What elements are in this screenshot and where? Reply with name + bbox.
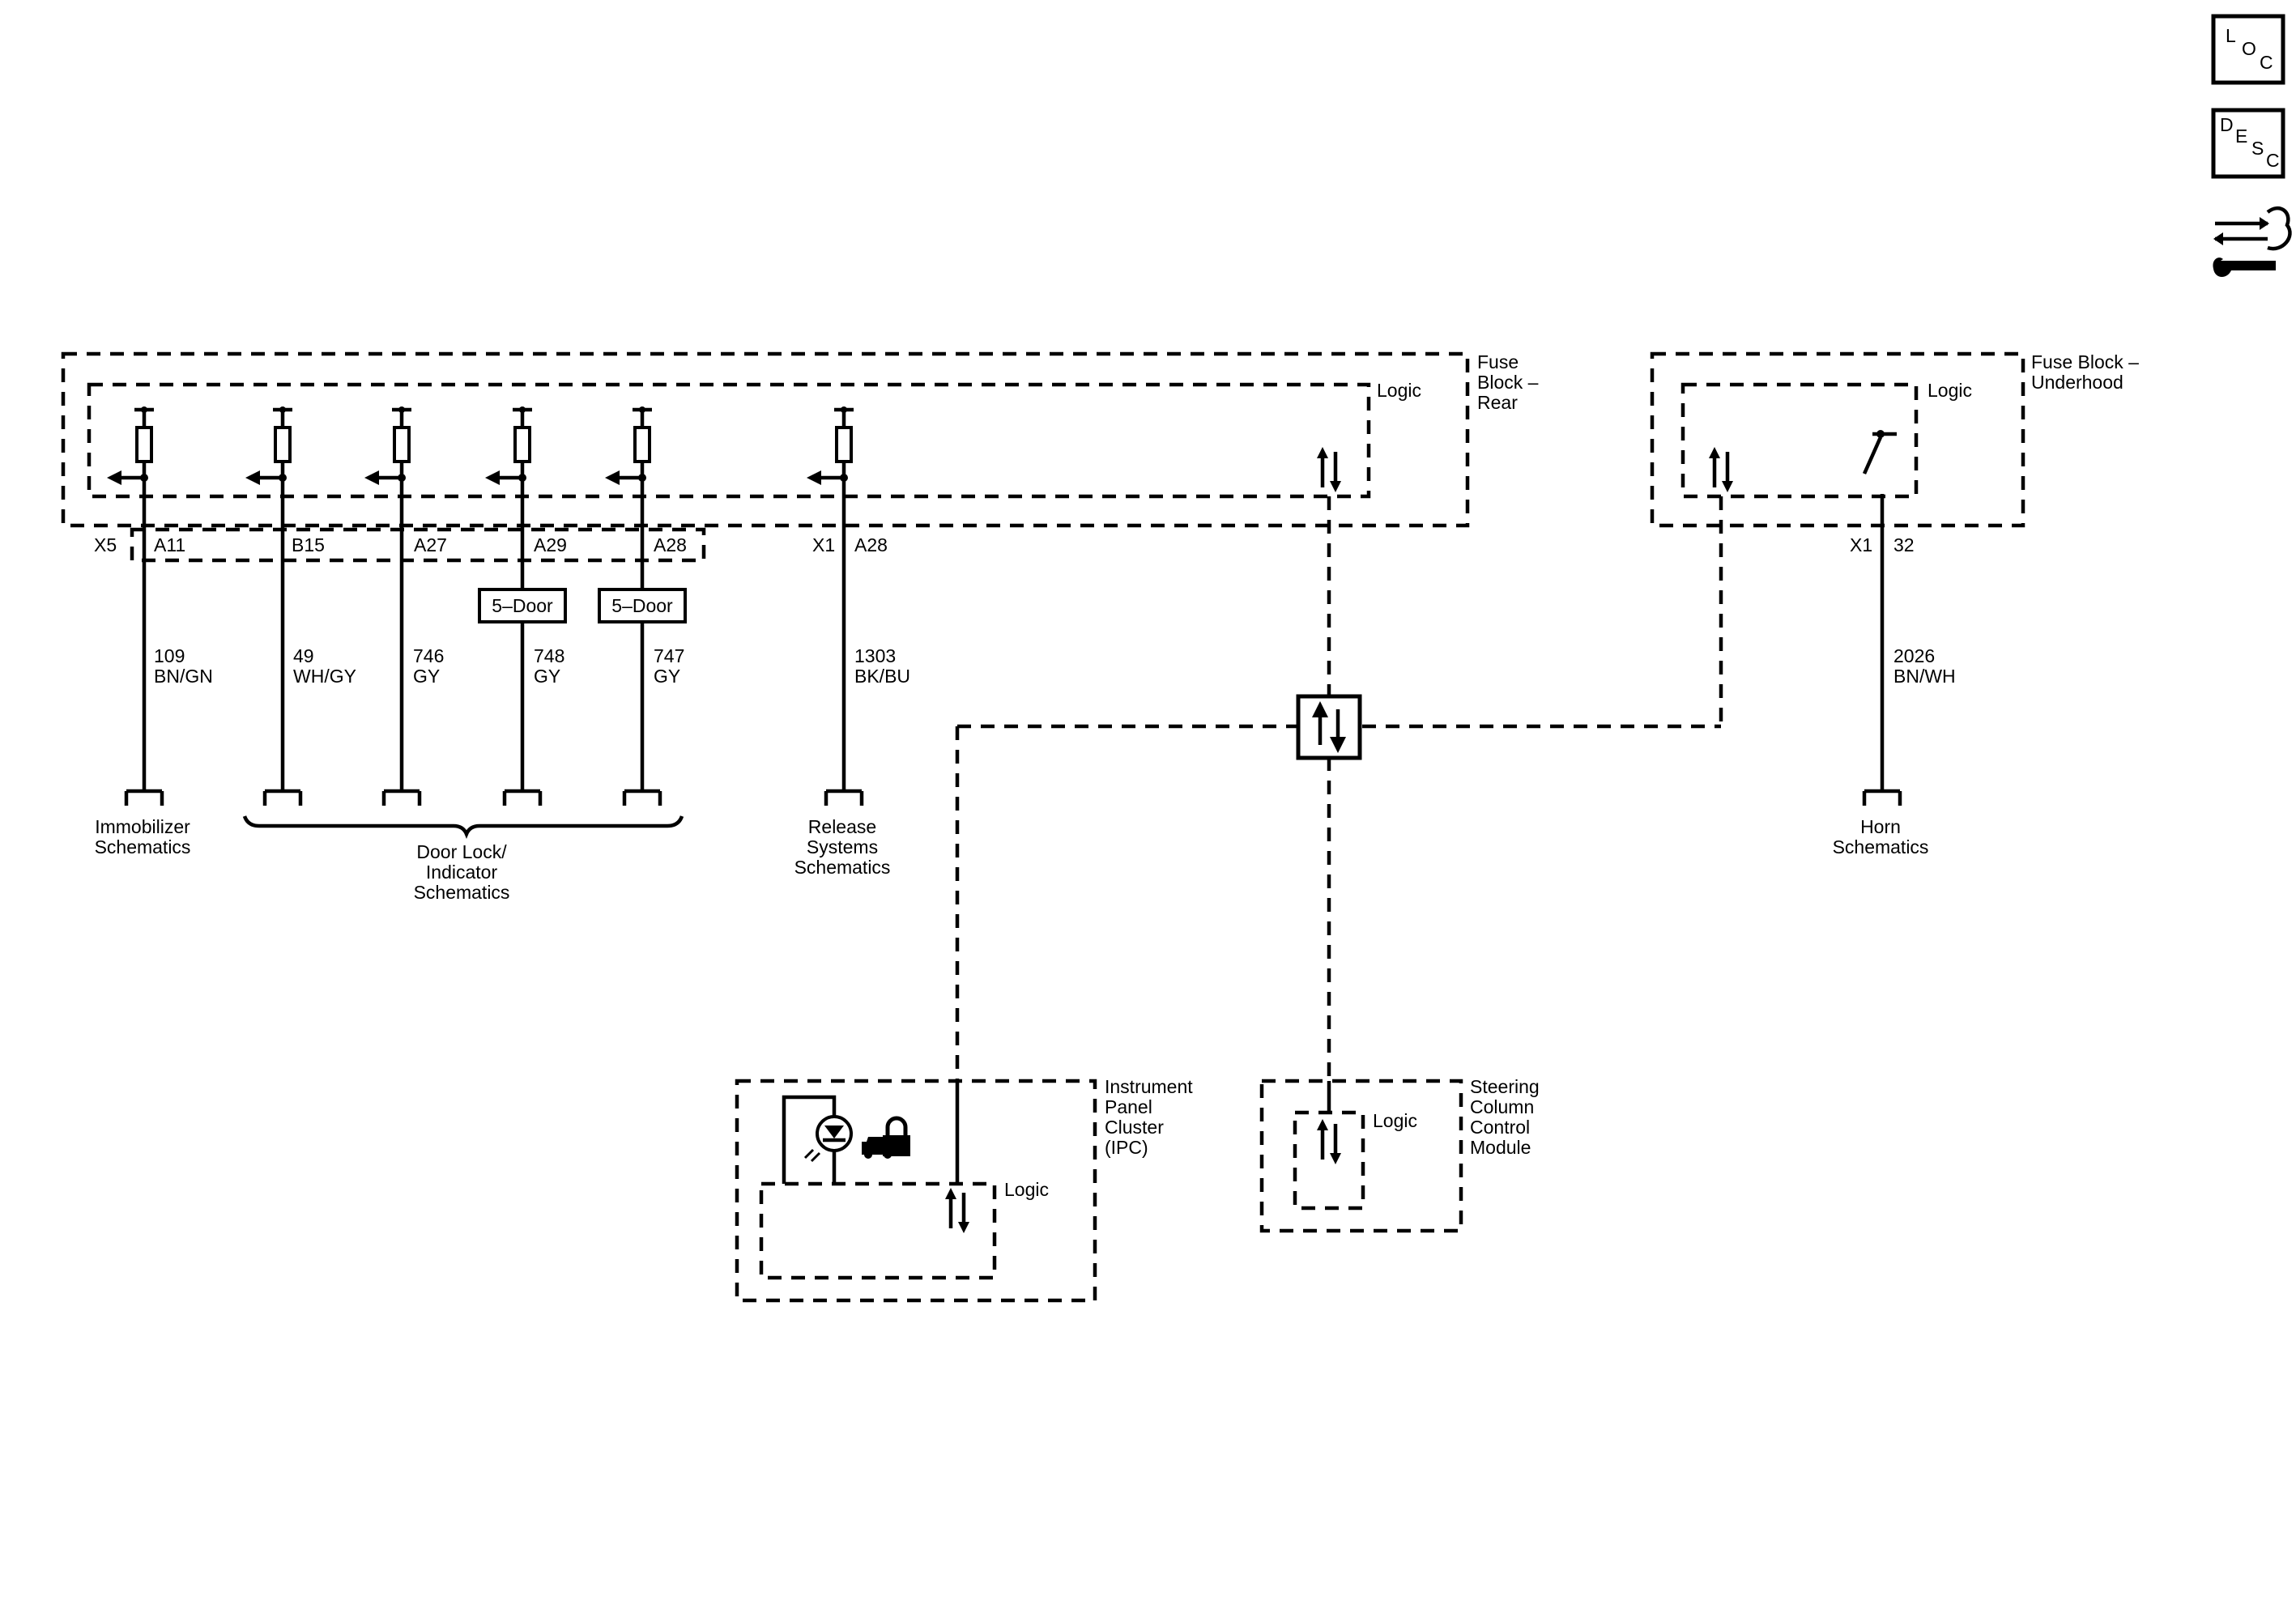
immobilizer-schematics-link[interactable]: Immobilizer Schematics: [95, 816, 191, 857]
desc-letter-d: D: [2220, 114, 2234, 135]
description-icon-button[interactable]: D E S C: [2211, 108, 2285, 179]
fuse-a11-icon: [107, 406, 154, 485]
circuit-747-number: 747: [654, 645, 684, 666]
pin-a11-label: A11: [154, 534, 185, 555]
fuse-b15-icon: [245, 406, 292, 485]
desc-letter-e: E: [2235, 126, 2247, 147]
service-hand-wrench-icon[interactable]: [2213, 206, 2292, 278]
pin-a28-label: A28: [654, 534, 687, 555]
circuit-746-color: GY: [413, 666, 440, 687]
instrument-panel-cluster: Instrument Panel Cluster (IPC) Logic: [735, 1076, 1193, 1303]
ipc-data-arrows-icon: [945, 1188, 969, 1233]
immobilizer-ref-connector-icon: [126, 791, 162, 806]
door-lock-ref-connector-2-icon: [384, 791, 420, 806]
desc-letter-c: C: [2266, 150, 2280, 171]
circuit-746-number: 746: [413, 645, 444, 666]
fuse-a29-icon: [485, 406, 532, 485]
door-lock-link-line-3: Schematics: [414, 882, 510, 903]
door-lock-brace: [242, 815, 684, 840]
release-link-line-3: Schematics: [794, 857, 891, 878]
release-link-line-1: Release: [808, 816, 876, 837]
pin-32-label: 32: [1893, 534, 1915, 555]
fuse-block-rear-logic-label: Logic: [1377, 380, 1421, 401]
horn-link-line-1: Horn: [1860, 816, 1901, 837]
pin-x1-a28-label: A28: [854, 534, 888, 555]
location-icon-button[interactable]: L O C: [2211, 14, 2285, 85]
circuit-109-color: BN/GN: [154, 666, 213, 687]
option-5-door-748-label: 5–Door: [492, 595, 553, 616]
fuse-a28-icon: [605, 406, 652, 485]
ipc-title-1: Instrument: [1105, 1076, 1193, 1097]
fuse-block-underhood: Fuse Block – Underhood Logic: [1650, 351, 2139, 528]
option-5-door-747: 5–Door: [598, 588, 687, 623]
fuse-a27-icon: [364, 406, 411, 485]
fuse-block-rear-data-arrows-icon: [1317, 447, 1341, 492]
data-link-splice: [1296, 694, 1362, 760]
fuse-x1-a28-icon: [807, 406, 854, 485]
fuse-block-underhood-logic-label: Logic: [1928, 380, 1972, 401]
door-lock-ref-connector-1-icon: [265, 791, 300, 806]
door-lock-ref-connector-3-icon: [505, 791, 540, 806]
door-lock-link-line-1: Door Lock/: [416, 841, 507, 862]
x5-connector-label: X5: [94, 534, 117, 555]
circuit-1303-number: 1303: [854, 645, 896, 666]
steering-column-control-module: Steering Column Control Module Logic: [1259, 1076, 1540, 1233]
circuit-2026-color: BN/WH: [1893, 666, 1956, 687]
fuse-block-underhood-data-arrows-icon: [1709, 447, 1733, 492]
ipc-logic-label: Logic: [1004, 1179, 1049, 1200]
ipc-title-3: Cluster: [1105, 1117, 1164, 1138]
desc-letter-s: S: [2251, 138, 2264, 159]
door-lock-schematics-link[interactable]: Door Lock/ Indicator Schematics: [414, 841, 510, 903]
immobilizer-link-line-1: Immobilizer: [95, 816, 190, 837]
release-link-line-2: Systems: [807, 836, 878, 857]
security-lock-icon: [862, 1116, 910, 1159]
pin-a29-label: A29: [534, 534, 567, 555]
serial-data-bus: [955, 496, 1723, 1081]
sccm-title-2: Column: [1470, 1096, 1534, 1117]
fuse-block-rear: Fuse Block – Rear Logic: [61, 351, 1539, 528]
loc-letter-l: L: [2226, 25, 2236, 46]
x1-connector-label: X1: [812, 534, 835, 555]
fuse-block-underhood-title-1: Fuse Block –: [2031, 351, 2139, 372]
circuit-2026-number: 2026: [1893, 645, 1935, 666]
fuse-block-rear-title-1: Fuse: [1477, 351, 1519, 372]
sccm-title-1: Steering: [1470, 1076, 1540, 1097]
pin-a27-label: A27: [414, 534, 447, 555]
pin-b15-label: B15: [292, 534, 325, 555]
horn-schematics-link[interactable]: Horn Schematics: [1833, 816, 1929, 857]
option-5-door-747-label: 5–Door: [611, 595, 673, 616]
sccm-data-arrows-icon: [1317, 1119, 1341, 1164]
immobilizer-link-line-2: Schematics: [95, 836, 191, 857]
fuse-block-rear-title-3: Rear: [1477, 392, 1518, 413]
option-5-door-748: 5–Door: [478, 588, 567, 623]
fuse-block-underhood-title-2: Underhood: [2031, 372, 2123, 393]
ipc-title-2: Panel: [1105, 1096, 1152, 1117]
x5-connector: X5: [94, 527, 706, 563]
sccm-title-4: Module: [1470, 1137, 1531, 1158]
fuse-block-rear-title-2: Block –: [1477, 372, 1539, 393]
release-ref-connector-icon: [826, 791, 862, 806]
ipc-title-4: (IPC): [1105, 1137, 1148, 1158]
circuit-49-color: WH/GY: [293, 666, 356, 687]
horn-switch-blade: [1862, 436, 1883, 474]
release-systems-schematics-link[interactable]: Release Systems Schematics: [794, 816, 891, 878]
circuit-49-number: 49: [293, 645, 314, 666]
sccm-logic-label: Logic: [1373, 1110, 1417, 1131]
circuit-748-number: 748: [534, 645, 564, 666]
door-lock-ref-connector-4-icon: [624, 791, 660, 806]
sccm-title-3: Control: [1470, 1117, 1530, 1138]
horn-ref-connector-icon: [1864, 791, 1900, 806]
loc-letter-c: C: [2260, 52, 2273, 73]
horn-link-line-2: Schematics: [1833, 836, 1929, 857]
circuit-748-color: GY: [534, 666, 560, 687]
circuit-747-color: GY: [654, 666, 680, 687]
circuit-109-number: 109: [154, 645, 185, 666]
circuit-1303-color: BK/BU: [854, 666, 910, 687]
x1-underhood-connector-label: X1: [1850, 534, 1872, 555]
loc-letter-o: O: [2242, 38, 2256, 59]
door-lock-link-line-2: Indicator: [426, 862, 498, 883]
